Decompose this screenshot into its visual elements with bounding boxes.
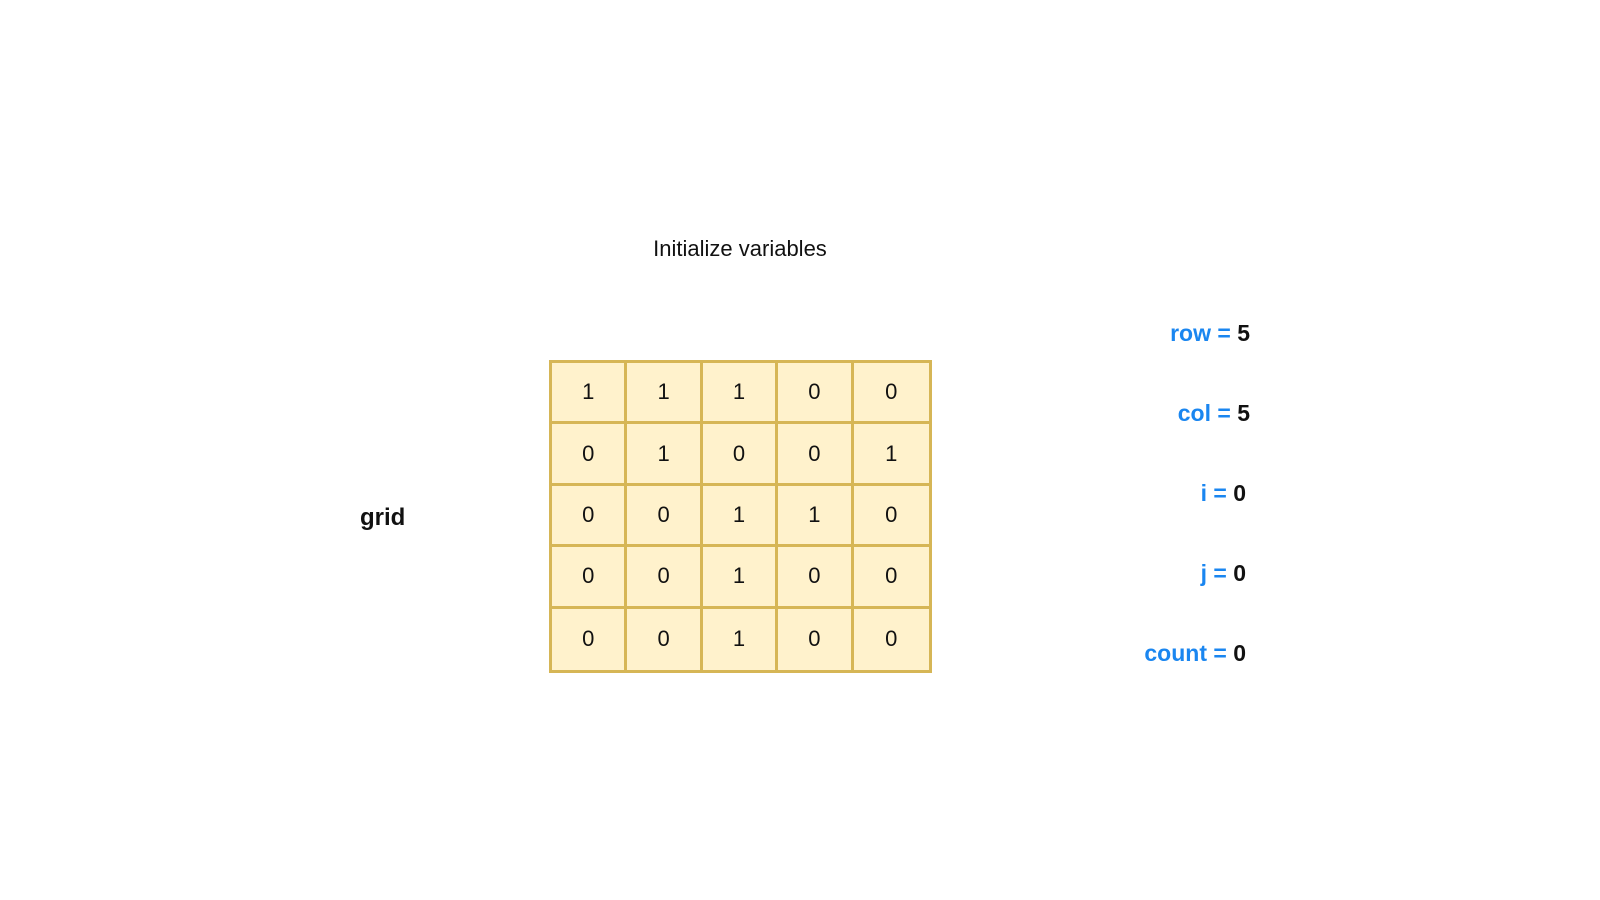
variable-name: j = — [1200, 560, 1227, 586]
variable-value: 0 — [1233, 560, 1246, 586]
grid-cell: 1 — [702, 608, 779, 670]
grid-cell: 1 — [627, 363, 703, 425]
grid-cell: 0 — [552, 485, 628, 548]
variable-value: 5 — [1237, 320, 1250, 346]
variable-name: col = — [1177, 400, 1231, 426]
grid-cell: 0 — [853, 547, 929, 609]
grid-cell: 0 — [778, 424, 854, 486]
variable-name: row = — [1170, 320, 1231, 346]
grid-cell: 1 — [627, 424, 703, 486]
grid-cell: 0 — [778, 547, 854, 609]
grid-cell: 0 — [552, 547, 628, 609]
step-title: Initialize variables — [653, 236, 827, 261]
variable-value: 5 — [1237, 400, 1250, 426]
variable-value: 0 — [1233, 640, 1246, 666]
grid-cell: 0 — [552, 424, 628, 486]
grid-cell: 0 — [552, 608, 628, 670]
grid-cell: 1 — [702, 485, 779, 548]
grid-cell: 1 — [853, 424, 929, 486]
variable-line: count = 0 — [1144, 640, 1246, 667]
grid-cell: 0 — [627, 608, 703, 670]
variable-line: i = 0 — [1201, 480, 1246, 507]
variable-name: i = — [1200, 480, 1227, 506]
variable-line: row = 5 — [1170, 320, 1250, 347]
grid-cell: 0 — [853, 363, 929, 425]
variable-line: j = 0 — [1201, 560, 1246, 587]
grid-label: grid — [360, 504, 406, 531]
grid-cell: 0 — [627, 547, 703, 609]
grid-cell: 0 — [702, 424, 779, 486]
grid-cell: 0 — [778, 363, 854, 425]
grid-cell: 1 — [778, 485, 854, 548]
grid-cell: 0 — [778, 608, 854, 670]
grid-cell: 0 — [853, 485, 929, 548]
grid-cell: 1 — [702, 363, 779, 425]
grid-cell: 0 — [627, 485, 703, 548]
variable-value: 0 — [1233, 480, 1246, 506]
variable-line: col = 5 — [1178, 400, 1250, 427]
grid-cell: 0 — [853, 608, 929, 670]
grid-cell: 1 — [702, 547, 779, 609]
variable-name: count = — [1144, 640, 1227, 666]
grid-cell: 1 — [552, 363, 628, 425]
